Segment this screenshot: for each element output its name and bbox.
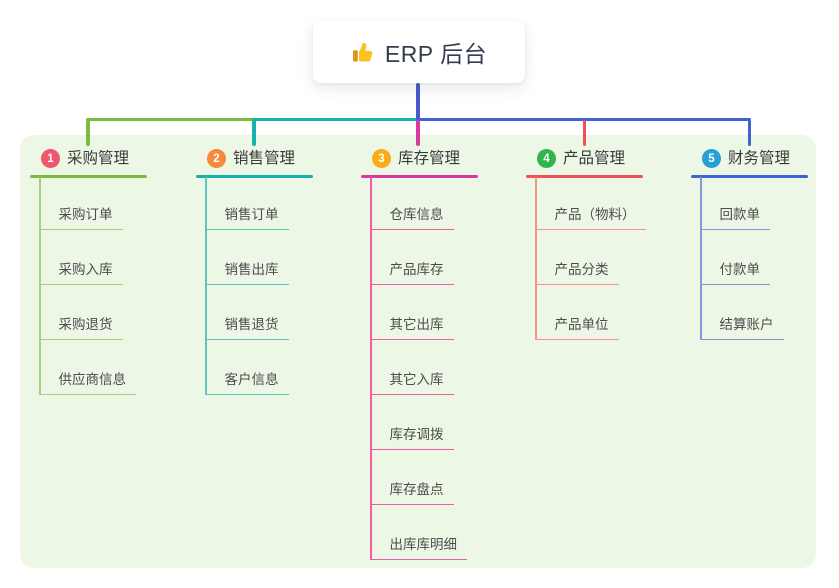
connector-drop-4: [582, 119, 587, 146]
branches-background-panel: [20, 135, 816, 568]
branch-column: 5 财务管理 回款单付款单结算账户: [691, 0, 839, 588]
branch-child-connector: [535, 177, 537, 340]
connector-drop-2: [252, 119, 256, 146]
branch-label: 采购管理: [67, 150, 130, 167]
branch-item-label: 采购订单: [39, 203, 123, 230]
branch-item[interactable]: 付款单: [700, 258, 770, 285]
branch-item-label: 销售订单: [205, 203, 289, 230]
branch-item[interactable]: 产品（物料）: [535, 203, 646, 230]
branch-item[interactable]: 出库库明细: [370, 533, 467, 560]
branch-item[interactable]: 仓库信息: [370, 203, 454, 230]
branch-column: 3 库存管理 仓库信息产品库存其它出库其它入库库存调拨库存盘点出库库明细: [361, 0, 531, 588]
branch-child-connector: [370, 177, 372, 560]
branch-underline: [196, 174, 313, 178]
branch-underline: [691, 174, 808, 178]
branch-item-label: 其它出库: [370, 313, 454, 340]
branch-item[interactable]: 回款单: [700, 203, 770, 230]
branch-number-badge: 1: [41, 149, 60, 168]
branch-column: 2 销售管理 销售订单销售出库销售退货客户信息: [196, 0, 366, 588]
branch-item[interactable]: 采购订单: [39, 203, 123, 230]
branch-item[interactable]: 库存盘点: [370, 478, 454, 505]
connector-segment-left: [86, 117, 254, 121]
branch-underline: [30, 174, 147, 178]
branch-label: 销售管理: [233, 150, 296, 167]
branch-item[interactable]: 销售出库: [205, 258, 289, 285]
branch-item[interactable]: 其它出库: [370, 313, 454, 340]
branch-item[interactable]: 销售退货: [205, 313, 289, 340]
branch-child-connector: [39, 177, 41, 395]
branch-item-label: 结算账户: [700, 313, 784, 340]
branch-item[interactable]: 产品分类: [535, 258, 619, 285]
branch-underline: [361, 174, 478, 178]
branch-item-label: 采购入库: [39, 258, 123, 285]
branch-item[interactable]: 销售订单: [205, 203, 289, 230]
connector-drop-1: [86, 119, 90, 146]
branch-underline: [526, 174, 643, 178]
branch-item[interactable]: 结算账户: [700, 313, 784, 340]
branch-label: 财务管理: [728, 150, 791, 167]
branch-item-label: 库存盘点: [370, 478, 454, 505]
branch-item[interactable]: 其它入库: [370, 368, 454, 395]
branch-number-badge: 4: [537, 149, 556, 168]
branch-item-label: 产品（物料）: [535, 203, 646, 230]
branch-item-label: 回款单: [700, 203, 770, 230]
branch-label: 库存管理: [398, 150, 461, 167]
branch-heading[interactable]: 1 采购管理: [30, 148, 147, 172]
branch-item-label: 销售出库: [205, 258, 289, 285]
root-title: ERP 后台: [384, 41, 488, 67]
branch-child-connector: [700, 177, 702, 340]
branch-item-label: 产品库存: [370, 258, 454, 285]
branch-heading[interactable]: 2 销售管理: [196, 148, 313, 172]
thumbs-up-icon: [351, 40, 375, 64]
branch-item-label: 出库库明细: [370, 533, 467, 560]
branch-column: 1 采购管理 采购订单采购入库采购退货供应商信息: [30, 0, 200, 588]
branch-heading[interactable]: 3 库存管理: [361, 148, 478, 172]
branch-item[interactable]: 采购退货: [39, 313, 123, 340]
branch-number-badge: 3: [372, 149, 391, 168]
branch-number-badge: 5: [702, 149, 721, 168]
branch-label: 产品管理: [563, 150, 626, 167]
connector-segment-right: [416, 117, 752, 121]
branch-column: 4 产品管理 产品（物料） 产品分类产品单位: [526, 0, 696, 588]
branch-item[interactable]: 产品库存: [370, 258, 454, 285]
branch-item-label: 产品单位: [535, 313, 619, 340]
branch-item[interactable]: 供应商信息: [39, 368, 136, 395]
branch-item-label: 产品分类: [535, 258, 619, 285]
branch-child-connector: [205, 177, 207, 395]
branch-item[interactable]: 库存调拨: [370, 423, 454, 450]
branch-item[interactable]: 产品单位: [535, 313, 619, 340]
branch-item-label: 其它入库: [370, 368, 454, 395]
branch-heading[interactable]: 4 产品管理: [526, 148, 643, 172]
connector-drop-5: [747, 119, 752, 146]
connector-root-stem: [416, 83, 420, 120]
root-node[interactable]: ERP 后台: [313, 21, 525, 83]
connector-drop-3: [416, 119, 420, 146]
connector-segment-mid: [252, 117, 418, 121]
branch-item-label: 库存调拨: [370, 423, 454, 450]
branch-item-label: 客户信息: [205, 368, 289, 395]
branch-item-label: 采购退货: [39, 313, 123, 340]
branch-item[interactable]: 采购入库: [39, 258, 123, 285]
branch-item-label: 仓库信息: [370, 203, 454, 230]
branch-item-label: 付款单: [700, 258, 770, 285]
branch-item[interactable]: 客户信息: [205, 368, 289, 395]
branch-heading[interactable]: 5 财务管理: [691, 148, 808, 172]
branch-item-label: 销售退货: [205, 313, 289, 340]
branch-item-label: 供应商信息: [39, 368, 136, 395]
branch-number-badge: 2: [207, 149, 226, 168]
